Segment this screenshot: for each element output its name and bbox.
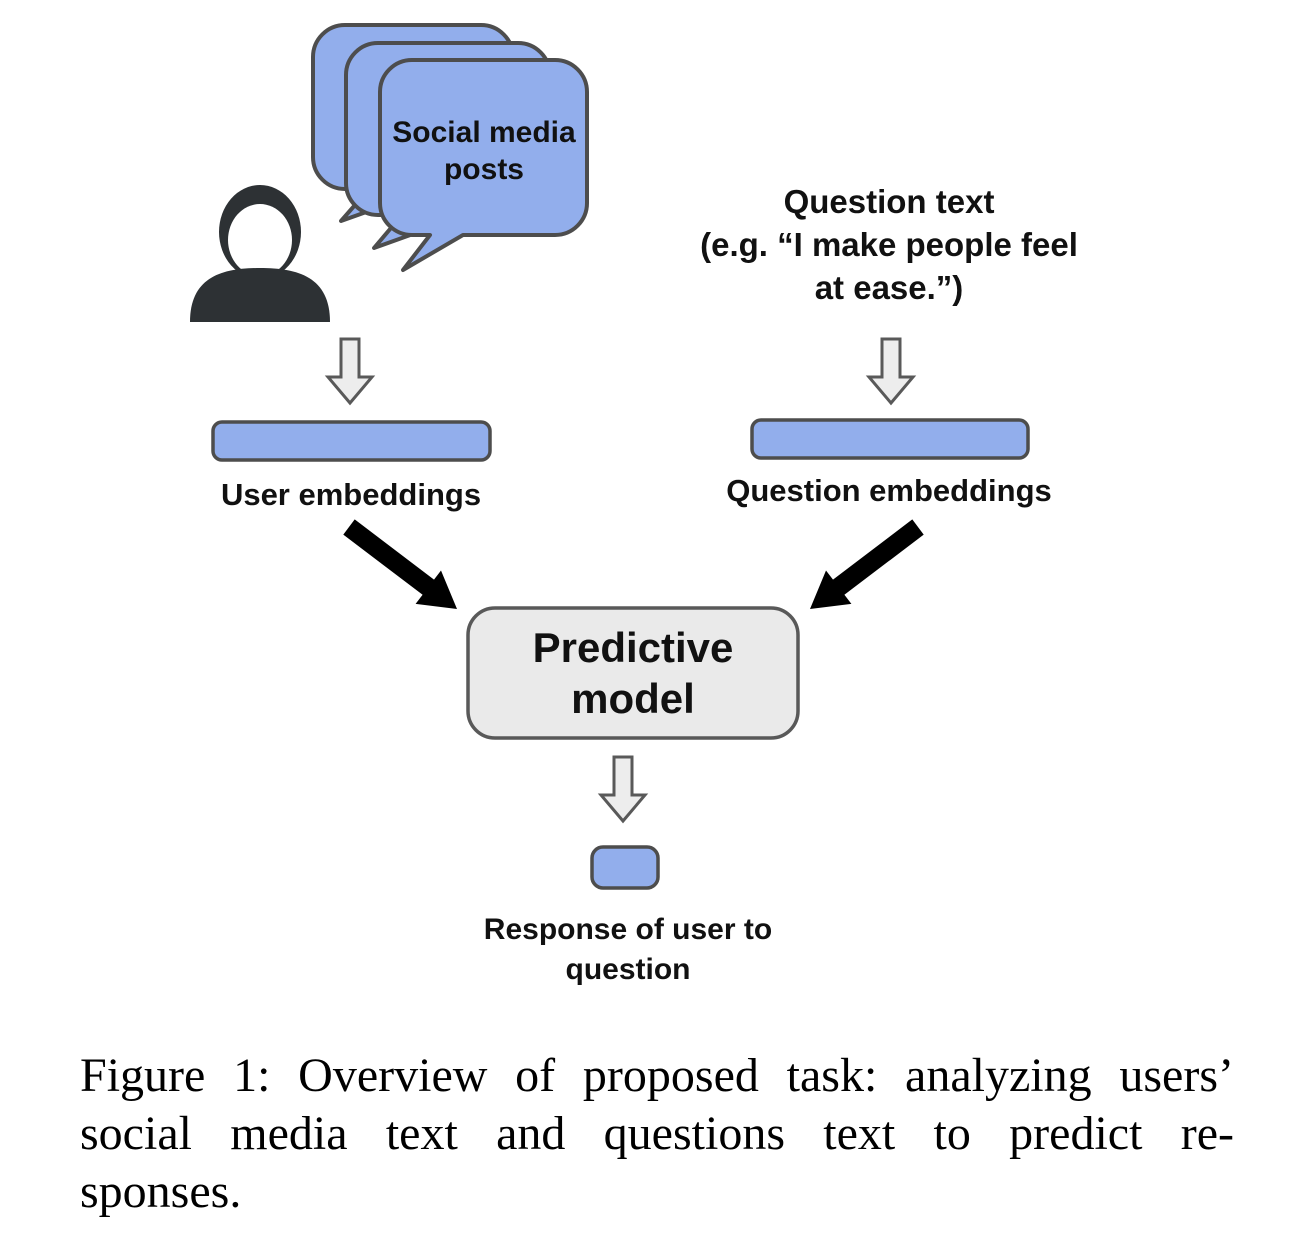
caption-line-1: Figure 1: Overview of proposed task: ana…	[80, 1049, 1234, 1102]
predictive-model-label: Predictive model	[532, 624, 734, 722]
response-box	[590, 845, 660, 890]
down-arrow-right	[867, 337, 915, 405]
speech-bubble-front	[378, 58, 589, 272]
black-arrow-left	[343, 519, 457, 609]
black-arrow-right	[810, 519, 924, 609]
question-text-line-1: Question text	[783, 183, 995, 220]
speech-bubbles-icon	[311, 23, 589, 272]
user-face	[228, 204, 292, 276]
caption-line-3: sponses.	[80, 1165, 242, 1218]
question-embeddings-bar	[750, 418, 1030, 460]
question-text-line-2: (e.g. “I make people feel	[700, 226, 1078, 263]
user-icon	[190, 185, 330, 322]
question-text-line-3: at ease.”)	[814, 269, 964, 306]
social-media-posts-label: Social media posts	[392, 116, 576, 186]
diagram-shapes	[190, 23, 1030, 890]
question-embeddings-label: Question embeddings	[726, 473, 1052, 508]
caption-line-2: social media text and questions text to …	[80, 1107, 1234, 1160]
user-embeddings-bar	[211, 420, 492, 462]
down-arrow-left	[326, 337, 374, 405]
user-shoulders	[190, 268, 330, 322]
response-label: Response of user to question	[483, 913, 773, 986]
figure-caption: Figure 1: Overview of proposed task: ana…	[80, 1047, 1234, 1221]
down-arrow-output	[599, 755, 647, 823]
user-embeddings-label: User embeddings	[220, 477, 482, 512]
predictive-model-box	[466, 606, 800, 740]
